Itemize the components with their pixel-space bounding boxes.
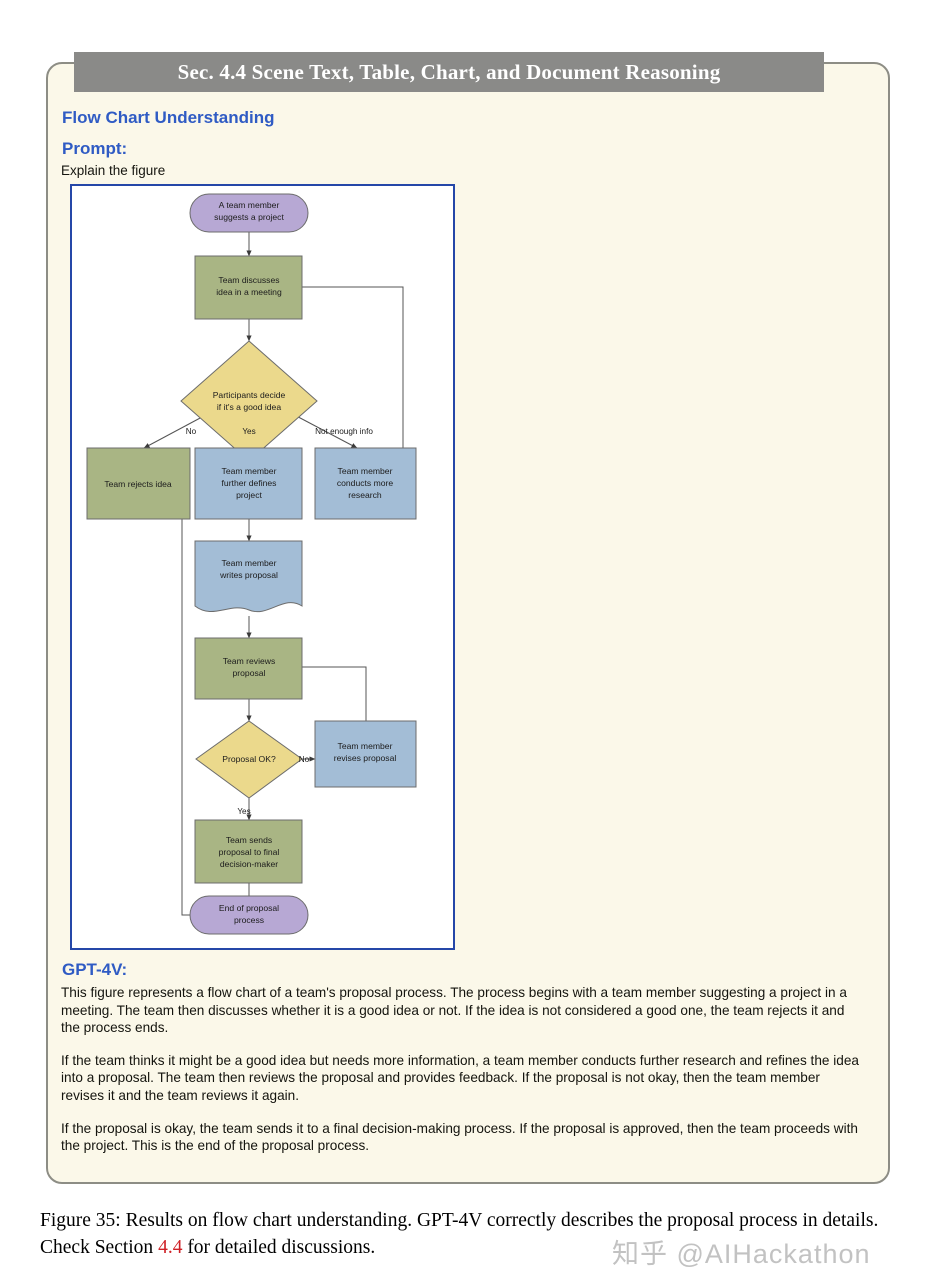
page-title: Flow Chart Understanding: [62, 108, 275, 127]
svg-text:Proposal OK?: Proposal OK?: [222, 754, 276, 764]
svg-text:process: process: [234, 915, 264, 925]
svg-text:if it's a good idea: if it's a good idea: [217, 402, 281, 412]
svg-text:Not enough info: Not enough info: [315, 427, 373, 436]
svg-text:Team member: Team member: [338, 466, 393, 476]
flowchart-svg: A team member suggests a project Team di…: [86, 193, 417, 935]
svg-text:Yes: Yes: [237, 807, 250, 816]
svg-text:writes proposal: writes proposal: [219, 570, 278, 580]
svg-text:No: No: [299, 755, 310, 764]
flow-nodes: A team member suggests a project Team di…: [86, 193, 417, 935]
svg-text:Team rejects idea: Team rejects idea: [104, 479, 172, 489]
figure-caption: Figure 35: Results on flow chart underst…: [40, 1207, 910, 1261]
svg-text:Yes: Yes: [242, 427, 255, 436]
svg-text:Team member: Team member: [222, 558, 277, 568]
svg-text:Team member: Team member: [222, 466, 277, 476]
answer-body: This figure represents a flow chart of a…: [61, 984, 866, 1155]
svg-text:A team member: A team member: [219, 200, 280, 210]
answer-label: GPT-4V:: [62, 960, 128, 979]
section-banner-title: Sec. 4.4 Scene Text, Table, Chart, and D…: [177, 59, 721, 84]
svg-text:Team discusses: Team discusses: [218, 275, 279, 285]
watermark: 知乎 @AIHackathon: [612, 1239, 871, 1269]
answer-paragraph-2: If the team thinks it might be a good id…: [61, 1052, 859, 1103]
svg-text:further defines: further defines: [222, 478, 277, 488]
svg-text:revises proposal: revises proposal: [334, 753, 397, 763]
svg-text:idea in a meeting: idea in a meeting: [216, 287, 282, 297]
svg-text:decision-maker: decision-maker: [220, 859, 278, 869]
flowchart-figure: A team member suggests a project Team di…: [70, 184, 455, 950]
flow-edge-labels: No Yes Not enough info No Yes: [186, 427, 374, 816]
svg-text:Team sends: Team sends: [226, 835, 272, 845]
prompt-text: Explain the figure: [61, 163, 166, 178]
svg-text:suggests a project: suggests a project: [214, 212, 284, 222]
svg-text:conducts more: conducts more: [337, 478, 394, 488]
caption-suffix: for detailed discussions.: [182, 1237, 376, 1258]
section-banner: Sec. 4.4 Scene Text, Table, Chart, and D…: [74, 52, 824, 92]
svg-text:proposal to final: proposal to final: [219, 847, 280, 857]
prompt-label: Prompt:: [62, 139, 128, 158]
svg-text:Team reviews: Team reviews: [223, 656, 276, 666]
svg-text:Participants decide: Participants decide: [213, 390, 286, 400]
svg-text:proposal: proposal: [233, 668, 266, 678]
answer-paragraph-3: If the proposal is okay, the team sends …: [61, 1120, 858, 1154]
caption-prefix: Figure 35: Results on flow chart underst…: [40, 1210, 879, 1258]
svg-text:Team member: Team member: [338, 741, 393, 751]
caption-section-link[interactable]: 4.4: [158, 1237, 183, 1258]
svg-text:research: research: [348, 490, 382, 500]
answer-paragraph-1: This figure represents a flow chart of a…: [61, 985, 847, 1036]
svg-text:End of proposal: End of proposal: [219, 903, 279, 913]
svg-text:project: project: [236, 490, 262, 500]
svg-text:No: No: [186, 427, 197, 436]
